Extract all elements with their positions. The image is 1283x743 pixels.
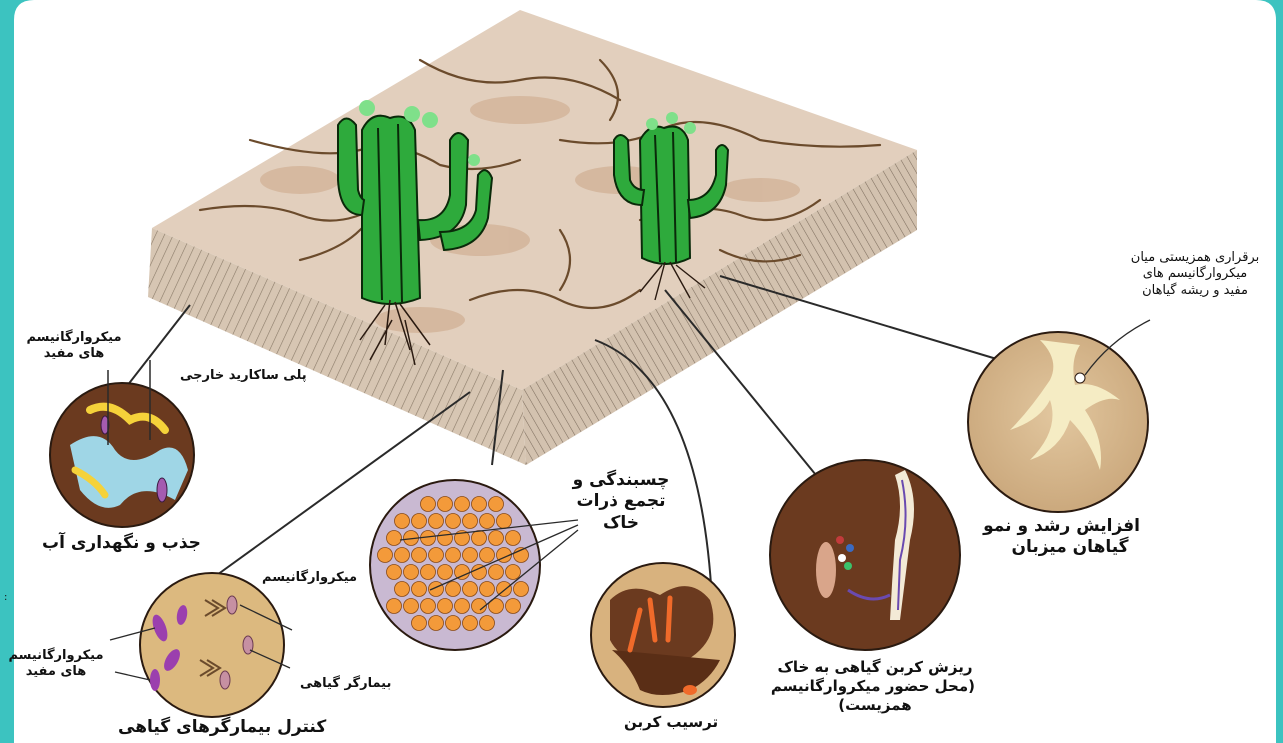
soil-particle (446, 548, 461, 563)
soil-particle (463, 514, 478, 529)
soil-particle (387, 599, 402, 614)
label-beneficial-microbes-top: میکروارگانیسم های مفید (24, 330, 124, 363)
label-microorganism: میکروارگانیسم (262, 570, 357, 586)
soil-particle (429, 548, 444, 563)
soil-particle (421, 497, 436, 512)
soil-particle (514, 582, 529, 597)
label-aggregation-line1: چسبندگی و (566, 470, 676, 491)
soil-particle (446, 616, 461, 631)
label-beneficial-microbes-left-line2: های مفید (8, 664, 104, 680)
soil-particle (480, 514, 495, 529)
label-growth-line2: گیاهان میزبان (1000, 537, 1140, 558)
soil-particle (412, 548, 427, 563)
soil-particle (472, 531, 487, 546)
soil-particle (489, 497, 504, 512)
soil-particle (404, 599, 419, 614)
label-aggregation-line3: خاک (566, 513, 676, 534)
soil-particle (438, 497, 453, 512)
soil-particle (463, 616, 478, 631)
soil-particle (438, 565, 453, 580)
soil-particle (489, 531, 504, 546)
soil-particle (395, 548, 410, 563)
soil-particle (480, 616, 495, 631)
label-carbon-input-line2: (محل حضور میکروارگانیسم (775, 677, 975, 696)
soil-particle (438, 531, 453, 546)
label-soil-aggregation: چسبندگی و تجمع ذرات خاک (566, 470, 676, 534)
label-carbon-input-line1: ریزش کربن گیاهی به خاک (775, 658, 975, 677)
soil-particle (506, 599, 521, 614)
label-beneficial-microbes-left-line1: میکروارگانیسم (8, 648, 104, 664)
soil-particle (429, 616, 444, 631)
soil-particle (455, 497, 470, 512)
label-carbon-sequestration: ترسیب کربن (624, 713, 718, 732)
soil-particle (412, 616, 427, 631)
soil-particle (412, 514, 427, 529)
label-symbiosis-line1: برقراری همزیستی میان (1120, 250, 1270, 266)
soil-particle (455, 599, 470, 614)
label-beneficial-microbes-top-line2: های مفید (24, 346, 124, 362)
label-disease-control: کنترل بیمارگرهای گیاهی (118, 717, 326, 738)
label-symbiosis: برقراری همزیستی میان میکروارگانیسم های م… (1120, 250, 1270, 299)
label-beneficial-microbes-top-line1: میکروارگانیسم (24, 330, 124, 346)
soil-particle (412, 582, 427, 597)
label-symbiosis-line3: مفید و ریشه گیاهان (1120, 283, 1270, 299)
soil-particle (497, 514, 512, 529)
soil-particle (463, 548, 478, 563)
soil-particle (489, 565, 504, 580)
label-polysaccharide: پلی ساکارید خارجی (180, 368, 307, 384)
label-plant-pathogen: بیمارگر گیاهی (300, 676, 391, 692)
label-beneficial-microbes-left: میکروارگانیسم های مفید (8, 648, 104, 681)
soil-particle (421, 599, 436, 614)
label-plant-growth: افزایش رشد و نمو گیاهان میزبان (1000, 516, 1140, 559)
soil-particle (438, 599, 453, 614)
soil-particle (463, 582, 478, 597)
soil-particle (455, 565, 470, 580)
carbon-sequestration-circle (591, 563, 735, 707)
label-carbon-input: ریزش کربن گیاهی به خاک (محل حضور میکروار… (775, 658, 975, 714)
label-water-retention: جذب و نگهداری آب (42, 533, 201, 554)
carbon-input-circle (770, 460, 960, 650)
label-carbon-input-line3: همزیست) (775, 696, 975, 715)
soil-particle (472, 497, 487, 512)
soil-particle (506, 565, 521, 580)
label-aggregation-line2: تجمع ذرات (566, 491, 676, 512)
soil-particle (480, 582, 495, 597)
soil-particle (480, 548, 495, 563)
edge-mark: : (4, 592, 7, 603)
soil-particle (429, 514, 444, 529)
soil-particle (506, 531, 521, 546)
soil-particle (387, 531, 402, 546)
label-growth-line1: افزایش رشد و نمو (1000, 516, 1140, 537)
soil-particle (387, 565, 402, 580)
soil-particle (404, 565, 419, 580)
soil-particle (446, 514, 461, 529)
soil-particle (395, 514, 410, 529)
soil-particle (378, 548, 393, 563)
label-symbiosis-line2: میکروارگانیسم های (1120, 266, 1270, 282)
soil-particle (395, 582, 410, 597)
soil-particle (446, 582, 461, 597)
soil-particle (421, 565, 436, 580)
